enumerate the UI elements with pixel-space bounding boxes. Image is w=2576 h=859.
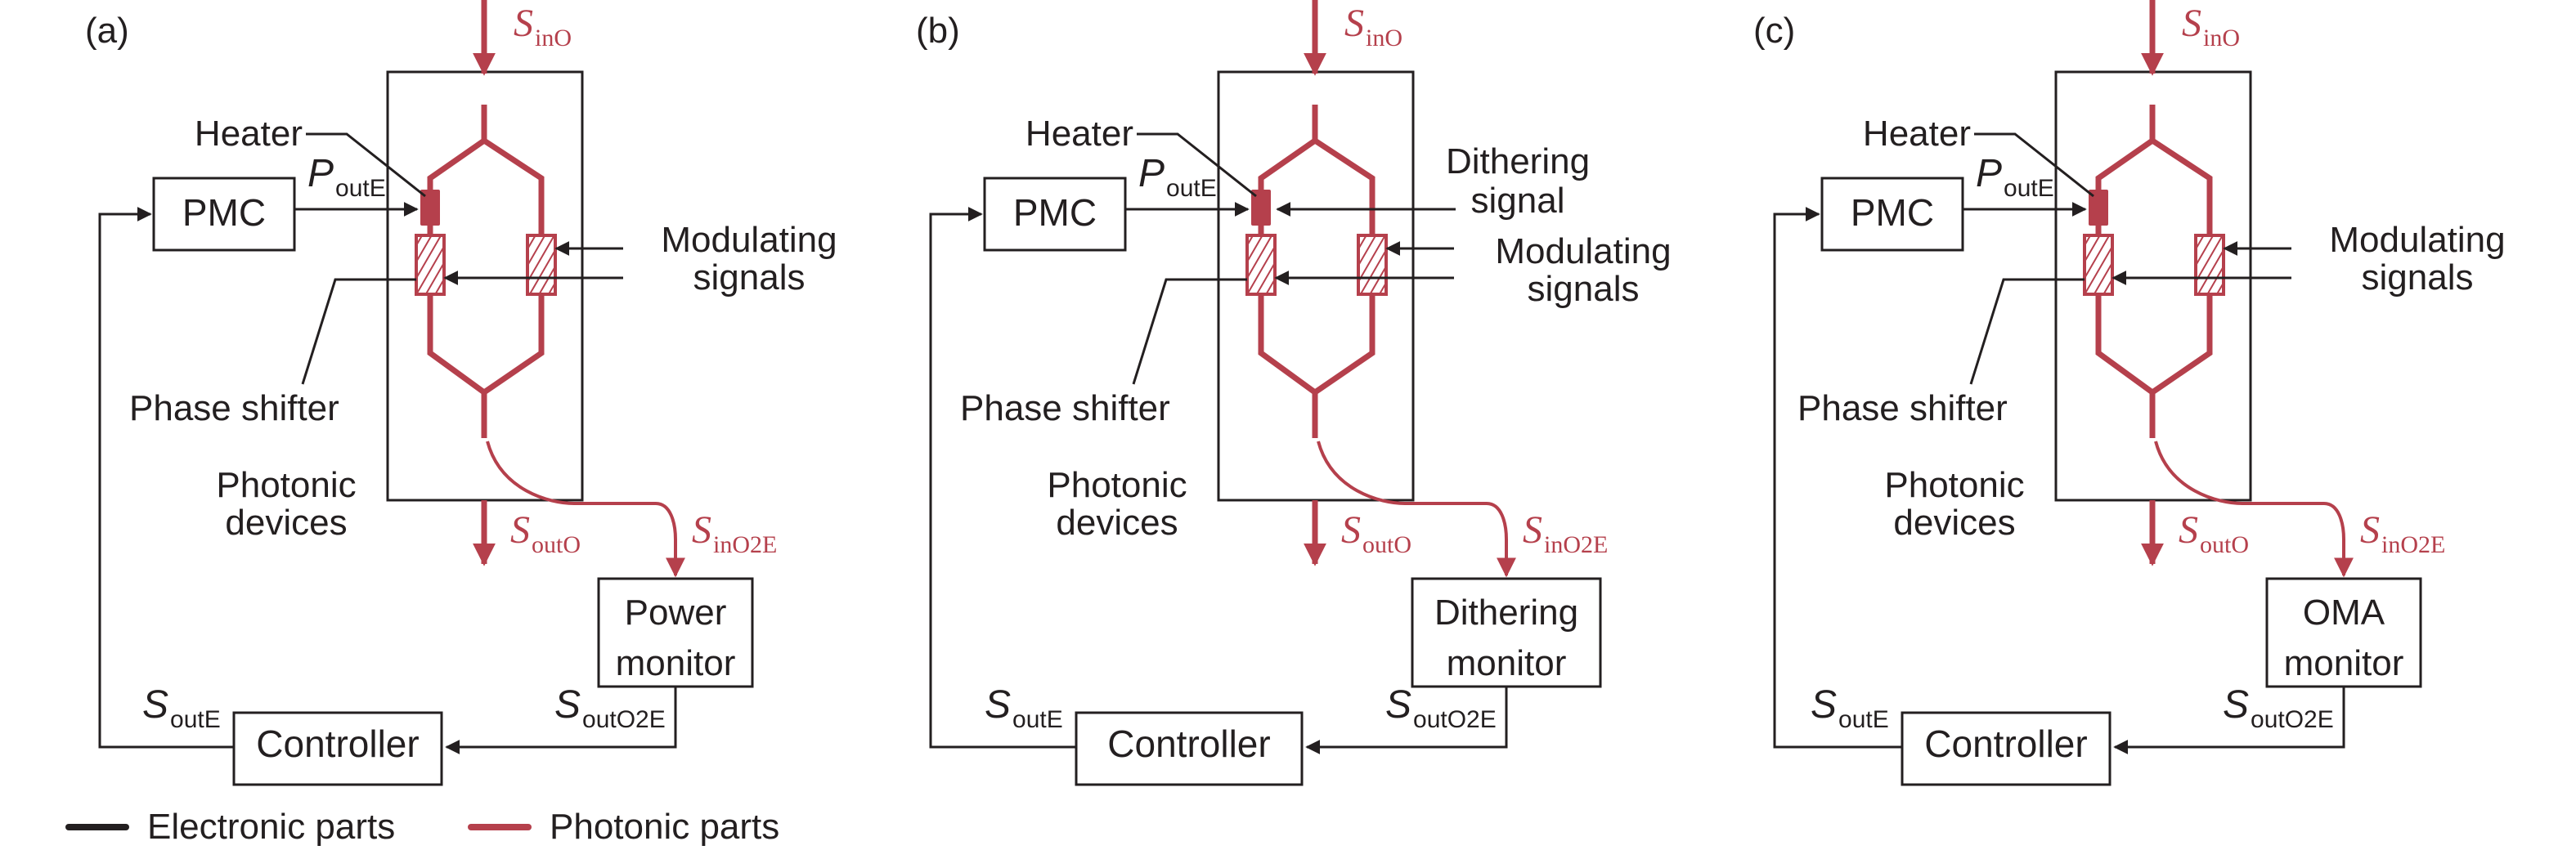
monitor-to-controller-arrow — [445, 687, 677, 754]
feedback-arrow — [929, 207, 1076, 749]
controller-box — [1075, 711, 1304, 786]
controller-label: Controller — [1924, 723, 2087, 765]
modulating-signals-label-line1: Modulating — [2329, 220, 2505, 260]
mzi-right-arm — [1313, 138, 1376, 395]
s-out-o-label: SoutO — [1341, 508, 1411, 558]
heater-label: Heater — [1025, 114, 1133, 154]
phase-shifter-leader-line — [1969, 278, 2085, 385]
legend: Electronic parts Photonic parts — [65, 807, 779, 847]
s-in-o2e-label: SinO2E — [2360, 508, 2445, 558]
photonic-devices-label-line2: devices — [1056, 503, 1178, 543]
monitor-label-line1: OMA — [2303, 593, 2385, 633]
pmc-label: PMC — [182, 191, 266, 234]
monitor-label-line1: Dithering — [1434, 593, 1578, 633]
feedback-arrow — [1773, 207, 1902, 749]
s-in-o-label: SinO — [1344, 2, 1402, 51]
phase-shifter-leader-line — [301, 278, 416, 385]
p-out-e-label: PoutE — [1138, 152, 1217, 202]
s-out-e-label: SoutE — [985, 683, 1063, 733]
monitor-label-line2: monitor — [2284, 643, 2404, 683]
heater-label: Heater — [1863, 114, 1971, 154]
controller-label: Controller — [256, 723, 419, 765]
pmc-label: PMC — [1851, 191, 1934, 234]
mzi-right-arm — [2151, 138, 2213, 395]
heater-leader-line — [1974, 132, 2094, 198]
dithering-signal-label-line2: signal — [1471, 181, 1565, 221]
legend-label-electronic: Electronic parts — [147, 807, 395, 847]
phase-shifter-label: Phase shifter — [1797, 388, 2008, 428]
monitor-to-controller-arrow — [1305, 687, 1508, 754]
phase-shifter-left — [415, 234, 446, 296]
s-in-o2e-label: SinO2E — [692, 508, 777, 558]
photonic-devices-label-line2: devices — [1893, 503, 2015, 543]
s-out-e-label: SoutE — [1811, 683, 1889, 733]
s-out-e-label: SoutE — [142, 683, 221, 733]
phase-shifter-label: Phase shifter — [960, 388, 1170, 428]
modulating-signals-label-line2: signals — [1528, 269, 1640, 309]
heater-element — [1251, 190, 1271, 226]
s-out-o-label: SoutO — [2179, 508, 2249, 558]
controller-box — [1901, 711, 2112, 786]
controller-label: Controller — [1107, 723, 1270, 765]
s-out-o2e-label: SoutO2E — [1385, 683, 1497, 733]
p-out-e-label: PoutE — [1976, 152, 2054, 202]
tap-waveguide — [486, 441, 685, 578]
feedback-arrow — [98, 207, 234, 749]
tap-waveguide — [1317, 441, 1516, 578]
mzi-right-arm — [482, 138, 545, 395]
photonic-devices-label-line1: Photonic — [216, 465, 356, 505]
pmc-box — [152, 177, 296, 252]
heater-leader-line — [1137, 132, 1257, 198]
pmc-box — [983, 177, 1127, 252]
p-out-e-label: PoutE — [307, 152, 386, 202]
panel-label: (a) — [85, 11, 129, 51]
panel-label: (c) — [1753, 11, 1795, 51]
s-out-o-label: SoutO — [510, 508, 581, 558]
photonic-devices-label-line2: devices — [225, 503, 347, 543]
phase-shifter-leader-line — [1132, 278, 1247, 385]
controller-box — [232, 711, 443, 786]
s-out-o2e-label: SoutO2E — [2223, 683, 2334, 733]
photonic-devices-label-line1: Photonic — [1047, 465, 1187, 505]
heater-element — [420, 190, 440, 226]
phase-shifter-right — [2194, 234, 2225, 296]
modulating-signals-label-line1: Modulating — [1495, 231, 1671, 271]
s-in-o-label: SinO — [514, 2, 572, 51]
phase-shifter-right — [1357, 234, 1388, 296]
heater-leader-line — [306, 132, 426, 198]
monitor-label-line2: monitor — [1447, 643, 1567, 683]
phase-shifter-right — [526, 234, 557, 296]
monitor-label-line2: monitor — [616, 643, 736, 683]
pmc-label: PMC — [1013, 191, 1097, 234]
photonic-devices-label-line1: Photonic — [1884, 465, 2024, 505]
s-in-o-label: SinO — [2182, 2, 2240, 51]
heater-element — [2089, 190, 2108, 226]
heater-label: Heater — [195, 114, 303, 154]
modulating-signals-label-line1: Modulating — [661, 220, 837, 260]
dithering-signal-label-line1: Dithering — [1446, 141, 1590, 181]
panel-label: (b) — [916, 11, 960, 51]
phase-shifter-left — [1245, 234, 1277, 296]
phase-shifter-label: Phase shifter — [129, 388, 339, 428]
modulating-signals-label-line2: signals — [693, 257, 806, 298]
phase-shifter-left — [2083, 234, 2114, 296]
pmc-box — [1820, 177, 1964, 252]
legend-label-photonic: Photonic parts — [550, 807, 779, 847]
s-in-o2e-label: SinO2E — [1523, 508, 1608, 558]
s-out-o2e-label: SoutO2E — [554, 683, 666, 733]
tap-waveguide — [2154, 441, 2354, 578]
monitor-label-line1: Power — [625, 593, 727, 633]
monitor-to-controller-arrow — [2113, 687, 2345, 754]
modulating-signals-label-line2: signals — [2362, 257, 2474, 298]
